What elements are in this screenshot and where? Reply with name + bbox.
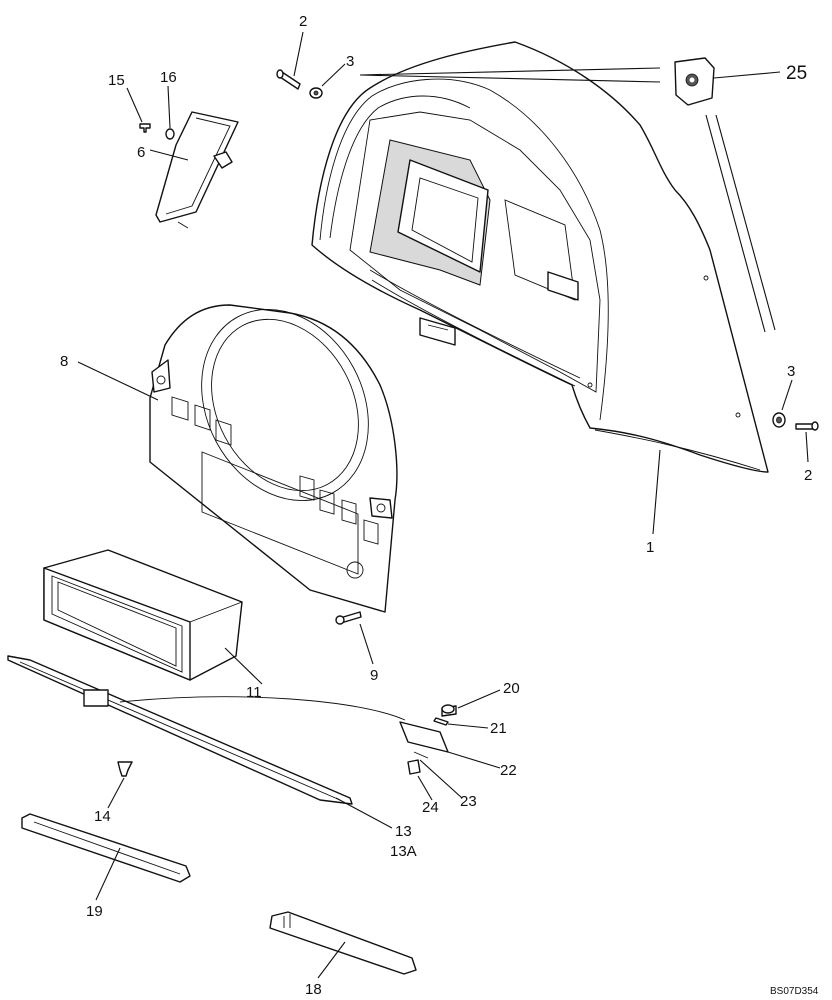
callout-labels: 2 3 25 15 16 6 8 3 2 1 9 11 20 21 22 23 …: [60, 13, 819, 998]
callout-21: 21: [490, 720, 507, 737]
strip-19-part: [21, 813, 191, 883]
washer-top-part: [309, 87, 323, 99]
callout-1: 1: [646, 539, 654, 556]
screw-20-part: [441, 704, 457, 717]
callout-6: 6: [137, 144, 145, 161]
callout-25: 25: [786, 63, 807, 84]
callout-14: 14: [94, 808, 111, 825]
callout-24: 24: [422, 799, 439, 816]
washer-right-part: [772, 412, 786, 428]
callout-19: 19: [86, 903, 103, 920]
callout-22: 22: [500, 762, 517, 779]
clip-14-part: [117, 761, 133, 777]
callout-2-right: 2: [804, 467, 812, 484]
bolt-top-part: [276, 69, 301, 90]
callout-20: 20: [503, 680, 520, 697]
trim-strip-part: [7, 655, 353, 805]
bolt-right-part: [795, 421, 819, 431]
washer-23-part: [413, 751, 429, 759]
callout-3-top: 3: [346, 53, 354, 70]
callout-11: 11: [246, 684, 262, 701]
instrument-cowl-housing: [311, 41, 769, 473]
clip-nut-part: [674, 57, 715, 106]
screw-9-part: [335, 611, 362, 625]
reference-code: BS07D354: [770, 986, 819, 997]
cover-plate-part: [155, 111, 239, 229]
screw-15-part: [139, 123, 151, 133]
washer-21-part: [433, 717, 449, 726]
callout-16: 16: [160, 69, 177, 86]
callout-8: 8: [60, 353, 68, 370]
nut-24-part: [407, 759, 421, 775]
callout-13: 13: [395, 823, 412, 840]
callout-15: 15: [108, 72, 125, 89]
callout-3-right: 3: [787, 363, 795, 380]
callout-13a: 13A: [390, 843, 417, 860]
callout-23: 23: [460, 793, 477, 810]
storage-box-part: [43, 549, 243, 681]
washer-16-part: [165, 128, 175, 140]
rod-18-part: [269, 911, 417, 975]
callout-2-top: 2: [299, 13, 307, 30]
callout-9: 9: [370, 667, 378, 684]
leader-lines: [77, 31, 809, 979]
instrument-panel-part: [149, 304, 398, 613]
callout-18: 18: [305, 981, 322, 998]
